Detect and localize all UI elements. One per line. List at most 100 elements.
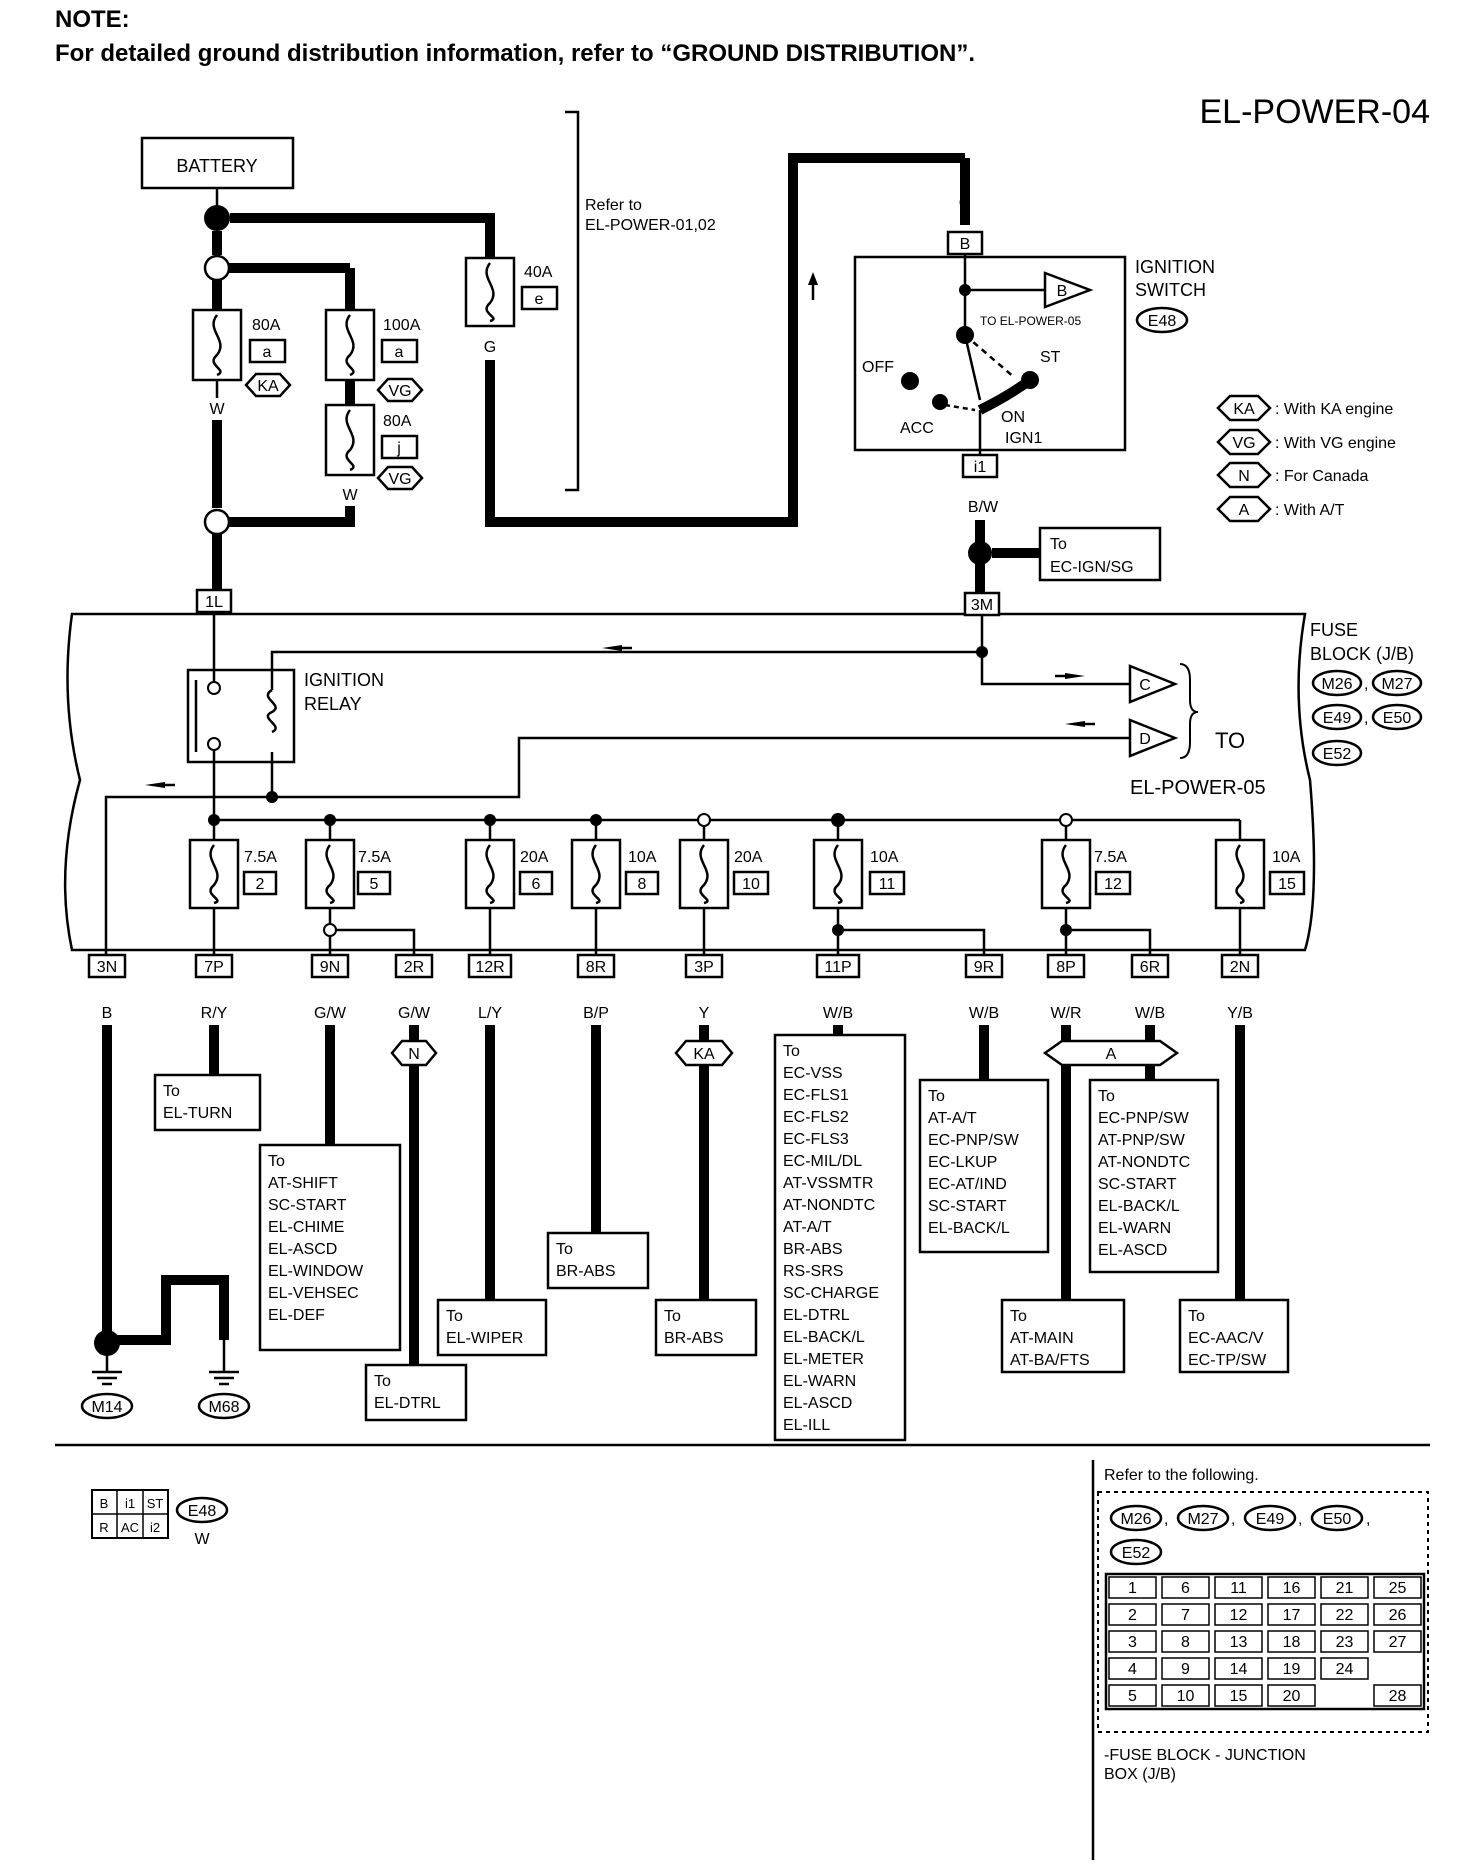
terminal — [964, 953, 1004, 979]
dest-ec-vss — [773, 1033, 907, 1442]
dest-line: To — [1188, 1308, 1205, 1325]
dest-line: AT-NONDTC — [1098, 1154, 1190, 1171]
option-hex-a — [1042, 1039, 1180, 1067]
splice-open — [1059, 813, 1073, 827]
fl1-amp: 80A — [252, 317, 281, 334]
dest-line: EL-DTRL — [783, 1307, 850, 1324]
fuse-num: 5 — [370, 876, 379, 893]
jb-cell — [1108, 1630, 1157, 1653]
pos-ign1: IGN1 — [1005, 430, 1042, 447]
jb-cell — [1267, 1603, 1316, 1626]
dest-line: AT-A/T — [928, 1110, 977, 1127]
hex-n-label: N — [408, 1046, 420, 1063]
bracket — [565, 110, 580, 492]
connector-oval — [1311, 703, 1363, 731]
fuse-amp: 7.5A — [1094, 849, 1127, 866]
jb-cell-number: 16 — [1283, 1580, 1301, 1597]
arrow-c: C — [1139, 677, 1151, 694]
to-ec-ign-box — [1038, 526, 1162, 582]
dest-line: AT-A/T — [783, 1219, 832, 1236]
fusible-link-80a — [191, 308, 243, 382]
dest-line: BR-ABS — [556, 1263, 616, 1280]
jb-caption-2: BOX (J/B) — [1104, 1766, 1176, 1783]
out-term: 6R — [1140, 959, 1160, 976]
ground-wire — [161, 1275, 229, 1340]
out-term: 2R — [404, 959, 424, 976]
jb-cell — [1161, 1576, 1210, 1599]
to-target: EL-POWER-05 — [1130, 777, 1266, 799]
fuse-num: 2 — [256, 876, 265, 893]
fl2-id-box — [380, 338, 419, 364]
out-wire: G/W — [398, 1005, 431, 1022]
dest-line: SC-START — [268, 1197, 347, 1214]
ground-wire-label: B — [161, 1297, 172, 1314]
jb-cell-number: 4 — [1128, 1661, 1137, 1678]
fusible-link-80a-j — [324, 403, 376, 477]
dest-line: SC-START — [1098, 1176, 1177, 1193]
dest-line: EL-ASCD — [268, 1241, 337, 1258]
jb-cell-number: 24 — [1336, 1661, 1354, 1678]
jb-cell-number: 13 — [1230, 1634, 1248, 1651]
jb-cell-number: 28 — [1389, 1688, 1407, 1705]
dest-br-abs — [546, 1231, 650, 1290]
wire — [838, 928, 986, 955]
fuse-block-outline — [63, 612, 1316, 952]
dest-line: AT-VSSMTR — [783, 1175, 873, 1192]
comma: , — [1164, 1511, 1168, 1528]
option-hex-vg — [376, 377, 424, 403]
dest-line: EL-METER — [783, 1351, 864, 1368]
fb-conn-2: E49 — [1323, 710, 1352, 727]
note-heading: NOTE: — [55, 6, 130, 33]
jb-cell-number: 5 — [1128, 1688, 1137, 1705]
out-term: 8R — [586, 959, 606, 976]
connector-oval — [197, 1392, 251, 1420]
switch-contact — [963, 334, 982, 401]
arrow-c-icon — [1128, 664, 1179, 704]
fuse-num: 15 — [1278, 876, 1296, 893]
contact-st — [1021, 371, 1039, 389]
dest-line: EL-DEF — [268, 1307, 325, 1324]
fuse-num-box — [624, 870, 660, 896]
ref-conn: M27 — [1187, 1511, 1218, 1528]
jb-cell — [1321, 1685, 1368, 1706]
jb-cell — [1108, 1684, 1157, 1707]
fuse-num-box — [356, 870, 392, 896]
jb-cell-number: 14 — [1230, 1661, 1248, 1678]
out-wire: G/W — [314, 1005, 347, 1022]
jb-cell — [1108, 1603, 1157, 1626]
dest-at-a-t — [918, 1078, 1050, 1254]
jb-cell-number: 21 — [1336, 1580, 1354, 1597]
jb-cell-number: 27 — [1389, 1634, 1407, 1651]
jb-cell-number: 25 — [1389, 1580, 1407, 1597]
jb-cell — [1161, 1657, 1210, 1680]
fb-conn-3: E50 — [1383, 710, 1412, 727]
jb-cell — [1214, 1657, 1263, 1680]
dest-line: AT-MAIN — [1010, 1330, 1074, 1347]
out-term: 2N — [1230, 959, 1250, 976]
legend-hex — [1216, 461, 1272, 489]
option-hex-vg — [376, 465, 424, 491]
pos-on: ON — [1001, 409, 1025, 426]
fuse-amp: 7.5A — [358, 849, 391, 866]
comma: , — [1364, 710, 1368, 727]
pin: ST — [147, 1496, 164, 1511]
ref-conn: E50 — [1323, 1511, 1352, 1528]
legend-text-ka: : With KA engine — [1275, 401, 1393, 418]
splice — [968, 541, 992, 565]
jb-cell-number: 26 — [1389, 1607, 1407, 1624]
dest-line: EC-FLS1 — [783, 1087, 849, 1104]
dest-line: EC-TP/SW — [1188, 1352, 1267, 1369]
dest-el-turn — [153, 1073, 262, 1132]
refer-title: Refer to the following. — [1104, 1467, 1259, 1484]
destination-boxes: To EL-TURN To AT-SHIFT SC-START EL-CHIME… — [153, 1033, 1290, 1442]
legend-text-n: : For Canada — [1275, 468, 1368, 485]
terminal — [467, 953, 513, 979]
dest-line: To — [664, 1308, 681, 1325]
pos-st: ST — [1040, 349, 1061, 366]
connector-oval — [1109, 1504, 1163, 1532]
jb-cell — [1373, 1576, 1422, 1599]
jb-cell-number: 3 — [1128, 1634, 1137, 1651]
fb-conn-0: M26 — [1321, 676, 1352, 693]
